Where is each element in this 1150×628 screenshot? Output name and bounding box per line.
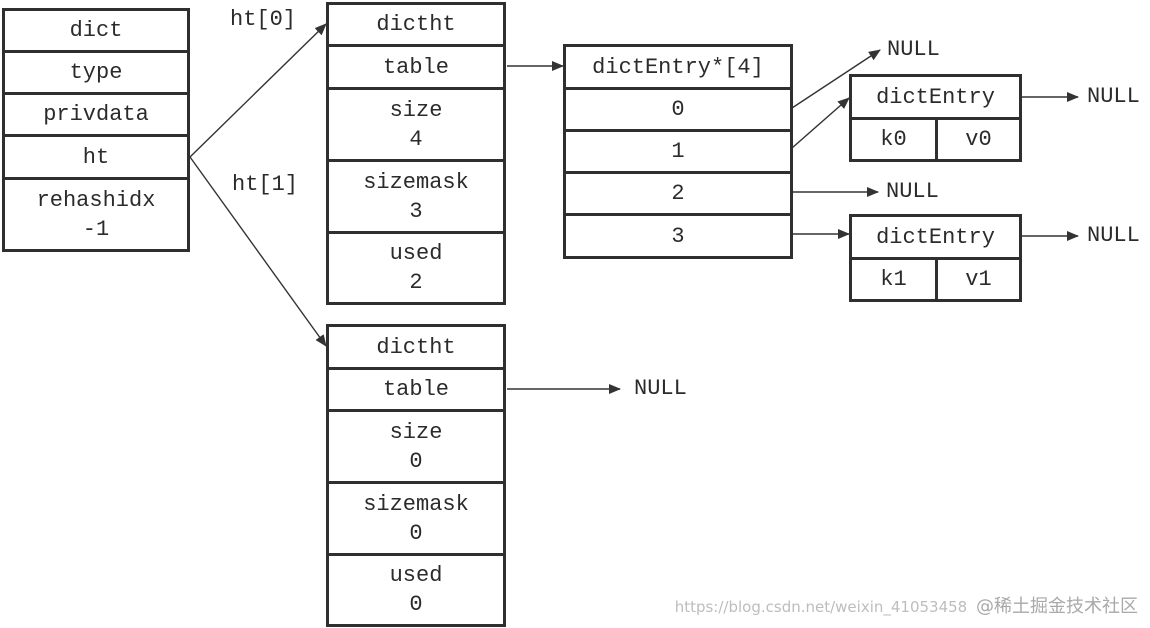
ht0-size-value: 4 bbox=[409, 126, 423, 152]
ht1-pointer-label: ht[1] bbox=[232, 172, 299, 197]
table-slot: 1 bbox=[563, 129, 793, 174]
arrow-ht1 bbox=[189, 156, 327, 347]
null-label-entry0-next: NULL bbox=[1087, 84, 1140, 109]
dict-rehashidx-field: rehashidx -1 bbox=[2, 177, 190, 252]
dict-entry-0-value: v0 bbox=[935, 117, 1022, 162]
rehashidx-value: -1 bbox=[82, 216, 110, 242]
null-label-ht1-table: NULL bbox=[634, 376, 687, 401]
ht0-used-value: 2 bbox=[409, 270, 423, 295]
ht1-table-field: table bbox=[326, 367, 506, 412]
dict-type-field: type bbox=[2, 50, 190, 95]
dict-title: dict bbox=[2, 8, 190, 53]
ht0-title: dictht bbox=[326, 2, 506, 47]
arrow-ht0 bbox=[189, 23, 327, 158]
dict-entry-0-title: dictEntry bbox=[849, 74, 1022, 120]
ht0-sizemask-field: sizemask 3 bbox=[326, 159, 506, 234]
ht0-sizemask-value: 3 bbox=[409, 198, 423, 224]
ht1-sizemask-label: sizemask bbox=[363, 491, 469, 517]
dict-privdata-field: privdata bbox=[2, 92, 190, 137]
dict-entry-1-title: dictEntry bbox=[849, 214, 1022, 260]
ht1-size-value: 0 bbox=[409, 448, 423, 474]
ht1-used-label: used bbox=[389, 563, 443, 588]
dict-ht-field: ht bbox=[2, 134, 190, 180]
arrow-slot1-entry0 bbox=[791, 97, 850, 149]
table-slot: 2 bbox=[563, 171, 793, 216]
dict-entry-0-key: k0 bbox=[849, 117, 938, 162]
null-label-entry1-next: NULL bbox=[1087, 223, 1140, 248]
arrow-slot0-null bbox=[791, 49, 881, 109]
ht0-used-field: used 2 bbox=[326, 231, 506, 305]
watermark-url: https://blog.csdn.net/weixin_41053458 bbox=[674, 598, 968, 616]
ht0-pointer-label: ht[0] bbox=[230, 7, 297, 32]
rehashidx-label: rehashidx bbox=[36, 187, 156, 213]
dict-entry-1-value: v1 bbox=[935, 257, 1022, 302]
null-label-slot2: NULL bbox=[886, 179, 939, 204]
ht1-used-value: 0 bbox=[409, 592, 423, 617]
ht1-used-field: used 0 bbox=[326, 553, 506, 627]
table-slot: 3 bbox=[563, 213, 793, 259]
ht1-sizemask-value: 0 bbox=[409, 520, 423, 546]
dict-entry-1-key: k1 bbox=[849, 257, 938, 302]
ht0-size-field: size 4 bbox=[326, 87, 506, 162]
watermark-brand: @稀土掘金技术社区 bbox=[976, 596, 1138, 617]
ht1-size-field: size 0 bbox=[326, 409, 506, 484]
ht0-used-label: used bbox=[389, 241, 443, 266]
ht1-size-label: size bbox=[389, 419, 443, 445]
ht0-size-label: size bbox=[389, 97, 443, 123]
null-label-slot0: NULL bbox=[887, 37, 940, 62]
ht0-table-field: table bbox=[326, 44, 506, 90]
ht1-title: dictht bbox=[326, 324, 506, 370]
ht0-sizemask-label: sizemask bbox=[363, 169, 469, 195]
watermark: https://blog.csdn.net/weixin_41053458 @稀… bbox=[675, 592, 1138, 618]
ht1-sizemask-field: sizemask 0 bbox=[326, 481, 506, 556]
table-slot: 0 bbox=[563, 87, 793, 132]
table-array-title: dictEntry*[4] bbox=[563, 44, 793, 90]
